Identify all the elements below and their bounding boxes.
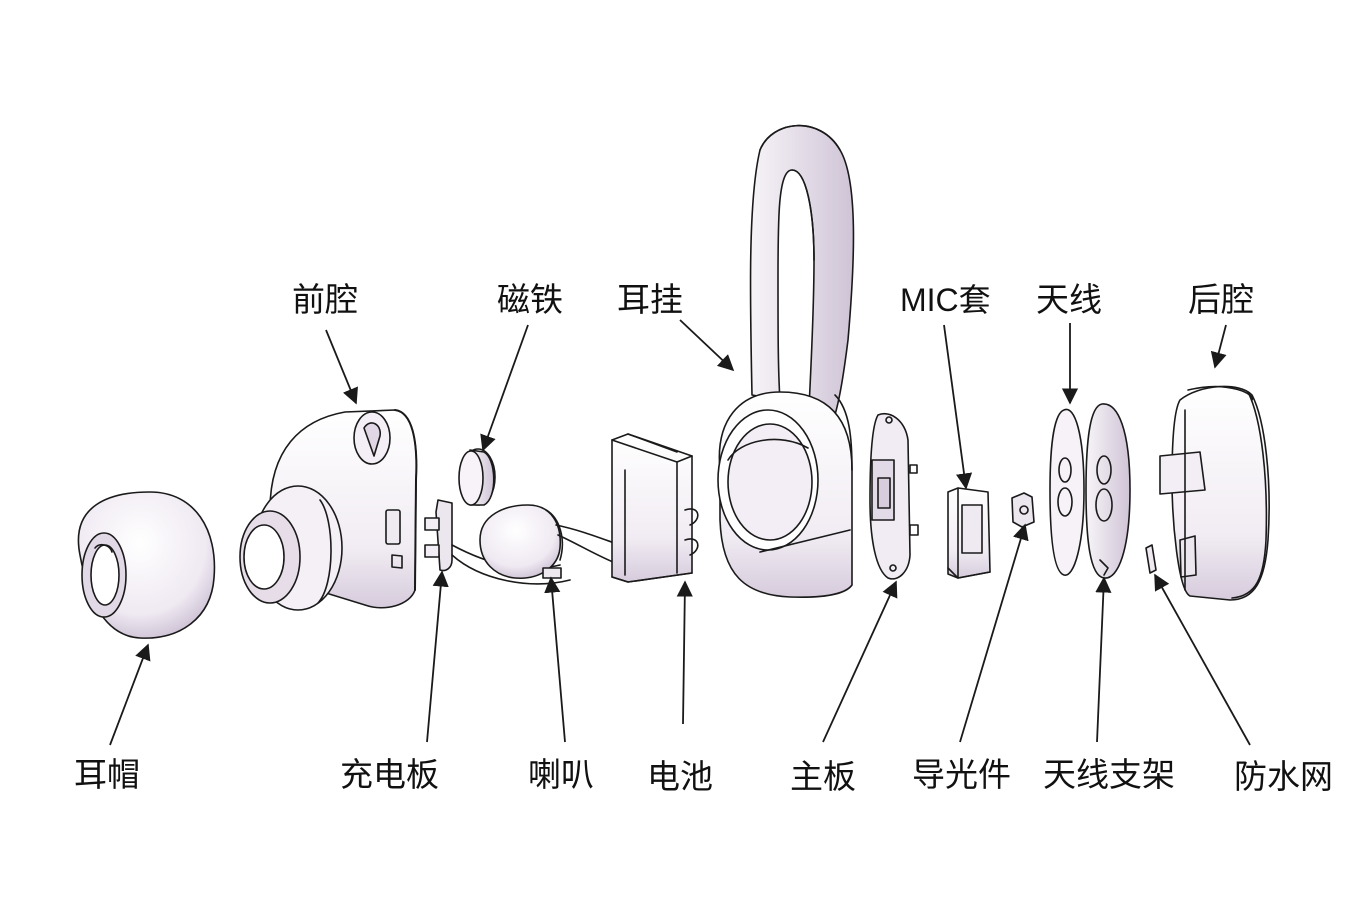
label-magnet: 磁铁 xyxy=(497,280,563,319)
label-ear-cap: 耳帽 xyxy=(74,755,140,794)
arrow-rear-cavity xyxy=(1210,324,1227,369)
arrow-charging-board xyxy=(426,570,449,743)
arrow-antenna-bracket xyxy=(1095,576,1112,743)
light-guide-part xyxy=(1011,492,1035,528)
ear-hook-part xyxy=(717,124,855,598)
label-antenna: 天线 xyxy=(1036,280,1102,319)
arrow-ear-hook xyxy=(679,319,735,372)
arrow-mic-cover xyxy=(943,324,973,490)
arrow-battery xyxy=(676,580,693,725)
mic-cover-part xyxy=(947,487,991,579)
arrow-speaker xyxy=(544,576,566,743)
label-mic-cover: MIC套 xyxy=(900,282,991,318)
label-rear-cavity: 后腔 xyxy=(1188,280,1254,319)
label-battery: 电池 xyxy=(647,757,713,796)
leader-lines xyxy=(109,319,1251,746)
antenna-bracket-part xyxy=(1085,403,1131,579)
arrow-magnet xyxy=(480,324,529,452)
arrow-main-board xyxy=(822,580,898,743)
front-cavity-part xyxy=(239,409,418,611)
label-light-guide: 导光件 xyxy=(912,755,1011,794)
ear-cap-part xyxy=(77,491,216,639)
speaker-part xyxy=(479,504,621,579)
label-main-board: 主板 xyxy=(790,757,856,796)
magnet-part xyxy=(458,448,496,506)
battery-part xyxy=(611,433,699,583)
main-board-part xyxy=(869,413,919,580)
arrow-light-guide xyxy=(959,523,1029,743)
label-waterproof-mesh: 防水网 xyxy=(1234,757,1333,796)
antenna-part xyxy=(1049,408,1085,576)
arrow-front-cavity xyxy=(325,329,358,405)
rear-cavity-part xyxy=(1159,385,1270,601)
arrow-ear-cap xyxy=(109,643,151,746)
waterproof-mesh-part xyxy=(1145,544,1157,574)
label-ear-hook: 耳挂 xyxy=(617,280,683,319)
label-antenna-bracket: 天线支架 xyxy=(1043,755,1175,794)
arrow-waterproof-mesh xyxy=(1154,573,1251,746)
label-front-cavity: 前腔 xyxy=(292,280,358,319)
label-charging-board: 充电板 xyxy=(340,755,439,794)
label-speaker: 喇叭 xyxy=(528,755,594,794)
